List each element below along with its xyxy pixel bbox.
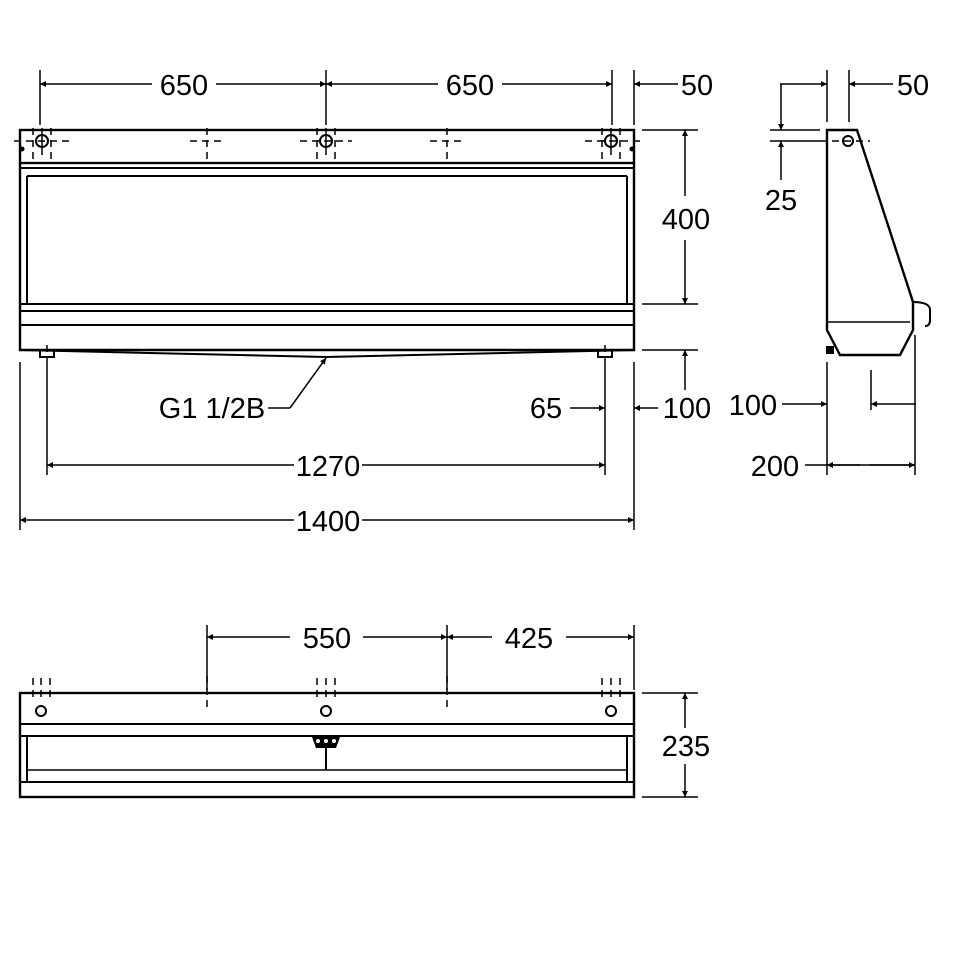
dim-200: 200 bbox=[751, 451, 799, 483]
side-profile bbox=[825, 128, 915, 357]
dim-50-top: 50 bbox=[681, 70, 713, 102]
dim-650-left: 650 bbox=[160, 70, 208, 102]
dim-400: 400 bbox=[662, 204, 710, 236]
front-mount-hole-right bbox=[585, 128, 640, 160]
dim-25: 25 bbox=[765, 185, 797, 217]
top-mount-hole-left bbox=[32, 678, 51, 717]
dim-425: 425 bbox=[505, 623, 553, 655]
dim-50-side: 50 bbox=[897, 70, 929, 102]
top-outline bbox=[18, 691, 636, 799]
top-mount-hole-right bbox=[601, 678, 621, 717]
front-bottom-slope bbox=[19, 349, 635, 359]
side-view: 50 25 100 200 bbox=[729, 70, 931, 483]
side-mount-hole bbox=[842, 135, 854, 147]
front-foot-left bbox=[39, 345, 55, 362]
dim-650-right: 650 bbox=[446, 70, 494, 102]
front-view: 650 650 50 400 100 65 G1 1/2B 1270 1400 bbox=[14, 70, 713, 538]
dim-1400: 1400 bbox=[296, 506, 361, 538]
top-drain-grate bbox=[312, 737, 340, 770]
pipe-thread-label: G1 1/2B bbox=[159, 393, 265, 425]
dim-1270: 1270 bbox=[296, 451, 361, 483]
front-foot-right bbox=[597, 345, 613, 362]
front-top-rail bbox=[18, 128, 636, 165]
top-mount-hole-mid bbox=[316, 678, 336, 717]
front-mount-hole-left bbox=[14, 128, 70, 160]
dim-550: 550 bbox=[303, 623, 351, 655]
side-spud bbox=[912, 301, 931, 327]
dim-235: 235 bbox=[662, 731, 710, 763]
dim-65: 65 bbox=[530, 393, 562, 425]
top-view: 550 425 235 bbox=[18, 623, 710, 799]
dim-100-side: 100 bbox=[729, 390, 777, 422]
dim-100-front: 100 bbox=[663, 393, 711, 425]
front-center-marks bbox=[190, 128, 464, 160]
front-body-outline bbox=[18, 163, 636, 352]
side-foot bbox=[826, 346, 834, 354]
front-mount-hole-mid bbox=[300, 128, 352, 160]
